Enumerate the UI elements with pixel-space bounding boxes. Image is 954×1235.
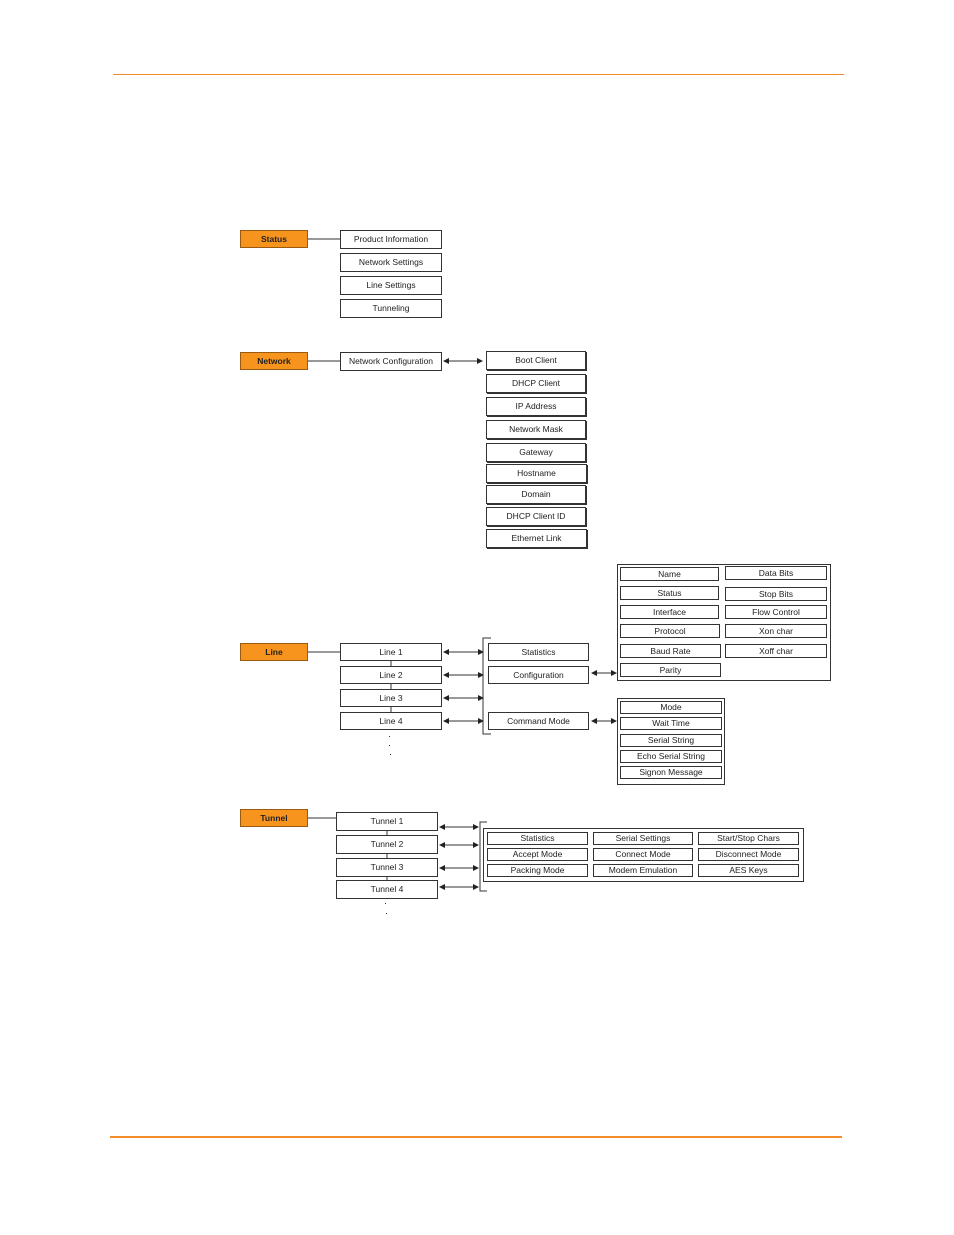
config-item: Name [620,567,719,581]
command-item: Echo Serial String [620,750,722,763]
config-item: Xon char [725,624,827,638]
line-item: Line 1 [340,643,442,661]
status-item: Network Settings [340,253,442,272]
config-item: Parity [620,663,721,677]
line-item: Line 4 [340,712,442,730]
network-item: IP Address [486,397,586,416]
network-item: Ethernet Link [486,529,587,548]
tunnel-item: Tunnel 3 [336,858,438,877]
config-item: Xoff char [725,644,827,658]
line-sub-configuration: Configuration [488,666,589,684]
header-rule [113,74,844,75]
line-item: Line 2 [340,666,442,684]
command-item: Serial String [620,734,722,747]
config-item: Baud Rate [620,644,721,658]
line-category: Line [240,643,308,661]
line-sub-command-mode: Command Mode [488,712,589,730]
network-item: Network Mask [486,420,586,439]
tunnel-item: Tunnel 2 [336,835,438,854]
network-item: DHCP Client [486,374,586,393]
network-item: Hostname [486,464,587,483]
status-item: Product Information [340,230,442,249]
footer-rule [110,1136,842,1138]
config-item: Interface [620,605,719,619]
network-config-box: Network Configuration [340,352,442,371]
network-item: Gateway [486,443,586,462]
config-item: Stop Bits [725,587,827,601]
line-config-panel [617,564,831,681]
line-ellipsis-dot [390,754,391,755]
tunnel-item: Tunnel 1 [336,812,438,831]
line-sub-statistics: Statistics [488,643,589,661]
network-item: Boot Client [486,351,586,370]
command-item: Signon Message [620,766,722,779]
tunnel-category: Tunnel [240,809,308,827]
command-item: Mode [620,701,722,714]
tunnel-option: Packing Mode [487,864,588,877]
status-item: Line Settings [340,276,442,295]
network-category: Network [240,352,308,370]
tunnel-option: Start/Stop Chars [698,832,799,845]
config-item: Protocol [620,624,720,638]
network-item: DHCP Client ID [486,507,586,526]
tunnel-option: Accept Mode [487,848,588,861]
tunnel-option: Serial Settings [593,832,693,845]
tunnel-option: AES Keys [698,864,799,877]
config-item: Data Bits [725,566,827,580]
tunnel-option: Modem Emulation [593,864,693,877]
status-category: Status [240,230,308,248]
tunnel-option: Disconnect Mode [698,848,799,861]
tunnel-option: Connect Mode [593,848,693,861]
status-item: Tunneling [340,299,442,318]
config-item: Flow Control [725,605,827,619]
line-ellipsis-dot [389,745,390,746]
line-item: Line 3 [340,689,442,707]
config-item: Status [620,586,719,600]
tunnel-item: Tunnel 4 [336,880,438,899]
tunnel-ellipsis-dot [386,913,387,914]
command-item: Wait Time [620,717,722,730]
tunnel-option: Statistics [487,832,588,845]
tunnel-ellipsis-dot [385,903,386,904]
network-item: Domain [486,485,586,504]
line-ellipsis-dot [389,736,390,737]
